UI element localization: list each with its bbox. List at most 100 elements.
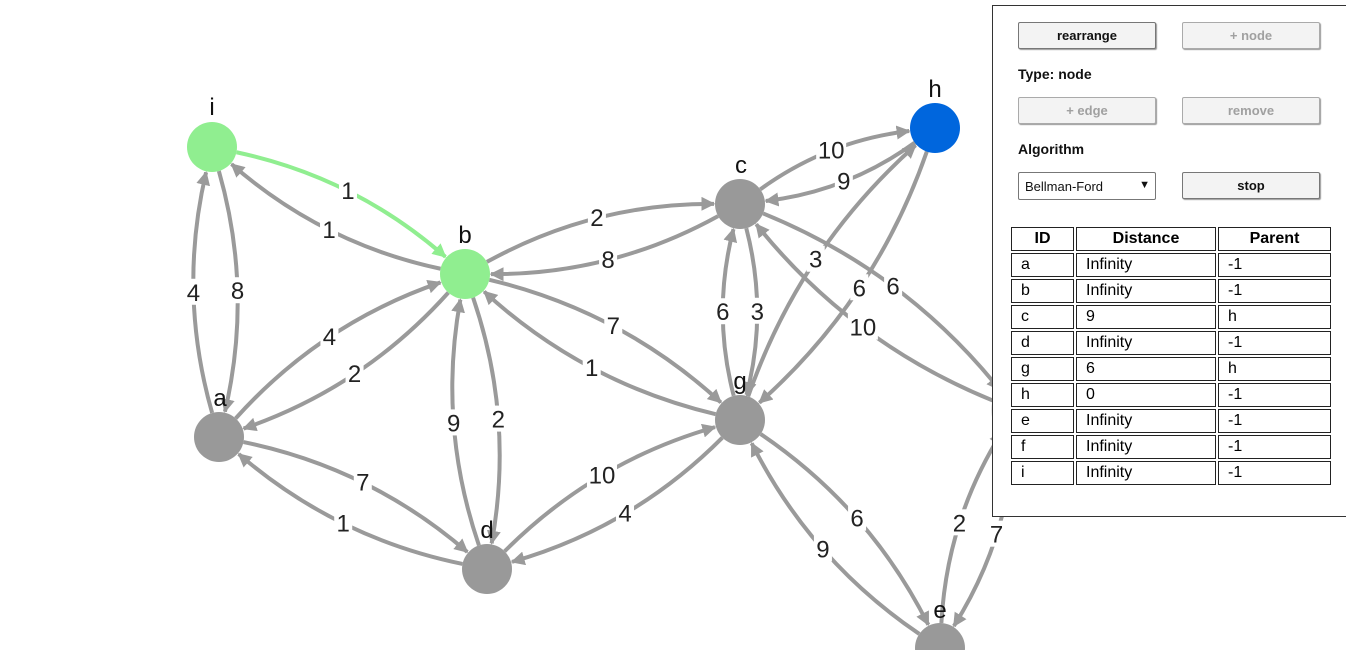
cell-parent: -1 [1218,383,1331,407]
node-g[interactable] [715,395,765,445]
edge-label-background [987,520,1006,547]
edge-label-background [834,167,853,194]
node-label-c: c [735,152,747,179]
edge-label-background [228,277,247,304]
cell-id: a [1011,253,1074,277]
cell-distance: Infinity [1076,409,1216,433]
node-label-h: h [928,76,941,103]
edge-label-background [353,468,372,495]
column-header-parent: Parent [1218,227,1331,251]
edge-weight-b-a: 2 [348,361,361,388]
cell-parent: -1 [1218,461,1331,485]
edge-label-background [334,509,353,536]
node-label-i: i [209,94,214,121]
node-h[interactable] [910,103,960,153]
stop-button[interactable]: stop [1182,172,1320,199]
edge-weight-d-a: 1 [337,510,350,537]
edge-label-background [586,461,617,488]
edge-weight-c-b: 8 [601,247,614,274]
edge-label-background [748,297,767,324]
edge-a-d[interactable] [243,440,469,554]
edge-weight-a-i: 4 [187,280,200,307]
edge-weight-e-g: 9 [816,536,829,563]
edge-g-b[interactable] [482,290,717,417]
edge-label-background [345,360,364,387]
edge-label-background [444,409,463,436]
edge-weight-f-c: 10 [850,315,877,342]
edge-d-a[interactable] [237,452,463,566]
cell-id: e [1011,409,1074,433]
cell-distance: 9 [1076,305,1216,329]
edge-label-background [338,177,357,204]
node-label-b: b [458,222,471,249]
node-d[interactable] [462,544,512,594]
edge-label-background [884,272,903,299]
edge-label-background [950,509,969,536]
edge-weight-c-f: 6 [886,273,899,300]
node-a[interactable] [194,412,244,462]
edge-g-h[interactable] [746,143,917,398]
cell-id: b [1011,279,1074,303]
edge-label-background [320,322,339,349]
edge-weight-g-h: 3 [809,247,822,274]
node-label-a: a [213,385,227,412]
node-label-g: g [733,368,746,395]
algorithm-select[interactable]: Bellman-Ford ▼ [1018,172,1156,200]
edge-weight-h-g: 6 [853,275,866,302]
edge-weight-d-g: 10 [589,462,616,489]
edge-label-background [320,215,339,242]
edge-weight-g-b: 1 [585,355,598,382]
column-header-distance: Distance [1076,227,1216,251]
cell-parent: -1 [1218,435,1331,459]
type-label: Type: node [1018,66,1092,82]
cell-id: h [1011,383,1074,407]
edge-weight-f-e: 7 [990,522,1003,549]
cell-parent: -1 [1218,409,1331,433]
edge-a-b[interactable] [234,279,442,420]
node-i[interactable] [187,122,237,172]
chevron-down-icon: ▼ [1139,179,1150,191]
cell-distance: 6 [1076,357,1216,381]
remove-button[interactable]: remove [1182,97,1320,124]
node-b[interactable] [440,249,490,299]
edge-label-background [848,504,867,531]
edge-weight-a-b: 4 [323,324,336,351]
algorithm-heading: Algorithm [1018,141,1085,157]
edge-g-e[interactable] [759,432,931,627]
node-e[interactable] [915,623,965,650]
node-c[interactable] [715,179,765,229]
add-edge-button[interactable]: + edge [1018,97,1156,124]
edge-weight-g-c: 6 [716,299,729,326]
add-node-button[interactable]: + node [1182,22,1320,49]
edge-label-background [616,499,635,526]
edge-label-background [599,245,618,272]
edge-weight-g-e: 6 [850,506,863,533]
edge-label-background [847,313,878,340]
column-header-id: ID [1011,227,1074,251]
cell-id: d [1011,331,1074,355]
nodes-layer: ibchagdef [187,76,1041,650]
edge-b-g[interactable] [488,277,723,404]
edge-weight-e-f: 2 [953,510,966,537]
rearrange-button[interactable]: rearrange [1018,22,1156,49]
cell-id: i [1011,461,1074,485]
cell-parent: -1 [1218,253,1331,277]
cell-distance: Infinity [1076,279,1216,303]
cell-distance: 0 [1076,383,1216,407]
cell-id: f [1011,435,1074,459]
edge-e-g[interactable] [749,441,921,636]
edge-label-background [587,204,606,231]
cell-distance: Infinity [1076,435,1216,459]
node-label-e: e [933,597,946,624]
